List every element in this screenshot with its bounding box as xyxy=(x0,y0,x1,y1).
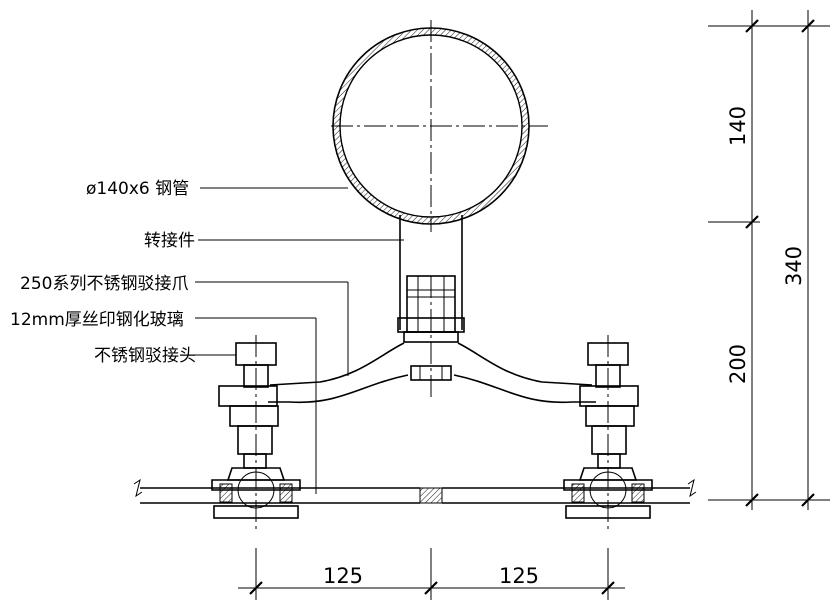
steel-pipe xyxy=(331,20,548,232)
left-connector-head xyxy=(211,335,301,530)
horizontal-dimensions: 125 125 xyxy=(238,548,625,600)
dim-upper-height: 140 xyxy=(726,106,750,146)
dim-right-span: 125 xyxy=(499,564,539,588)
right-connector-head xyxy=(563,335,653,530)
label-adapter: 转接件 xyxy=(144,231,195,251)
leader-lines xyxy=(192,187,404,494)
label-glass: 12mm厚丝印钢化玻璃 xyxy=(10,310,184,330)
label-connector-head: 不锈钢驳接头 xyxy=(94,346,196,366)
dim-total-height: 340 xyxy=(782,246,806,286)
label-steel-pipe: ø140x6 钢管 xyxy=(86,179,189,199)
dim-lower-height: 200 xyxy=(726,344,750,384)
adapter-part xyxy=(397,215,465,400)
claw-arms xyxy=(268,342,596,404)
vertical-dimensions: 140 200 340 xyxy=(708,10,830,510)
glass-panels xyxy=(133,478,697,504)
dim-left-span: 125 xyxy=(323,564,363,588)
label-claw: 250系列不锈钢驳接爪 xyxy=(20,274,188,294)
